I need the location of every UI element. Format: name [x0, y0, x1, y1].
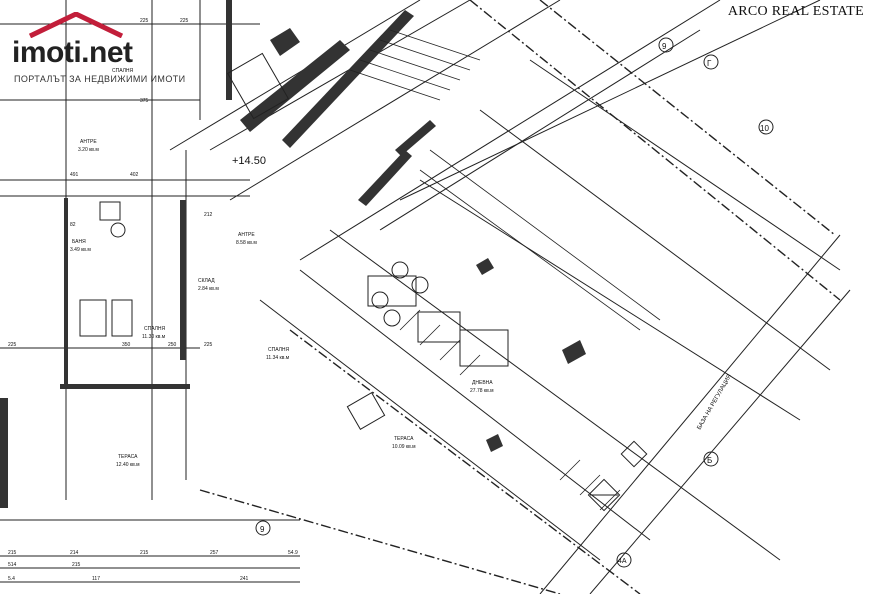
logo-tagline: ПОРТАЛЪТ ЗА НЕДВИЖИМИ ИМОТИ — [14, 74, 186, 84]
house-roof-icon — [28, 12, 124, 38]
watermark-agency: ARCO REAL ESTATE — [727, 4, 864, 19]
site-logo: imoti.net ПОРТАЛЪТ ЗА НЕДВИЖИМИ ИМОТИ — [6, 6, 202, 86]
logo-wordmark: imoti.net — [12, 36, 133, 69]
